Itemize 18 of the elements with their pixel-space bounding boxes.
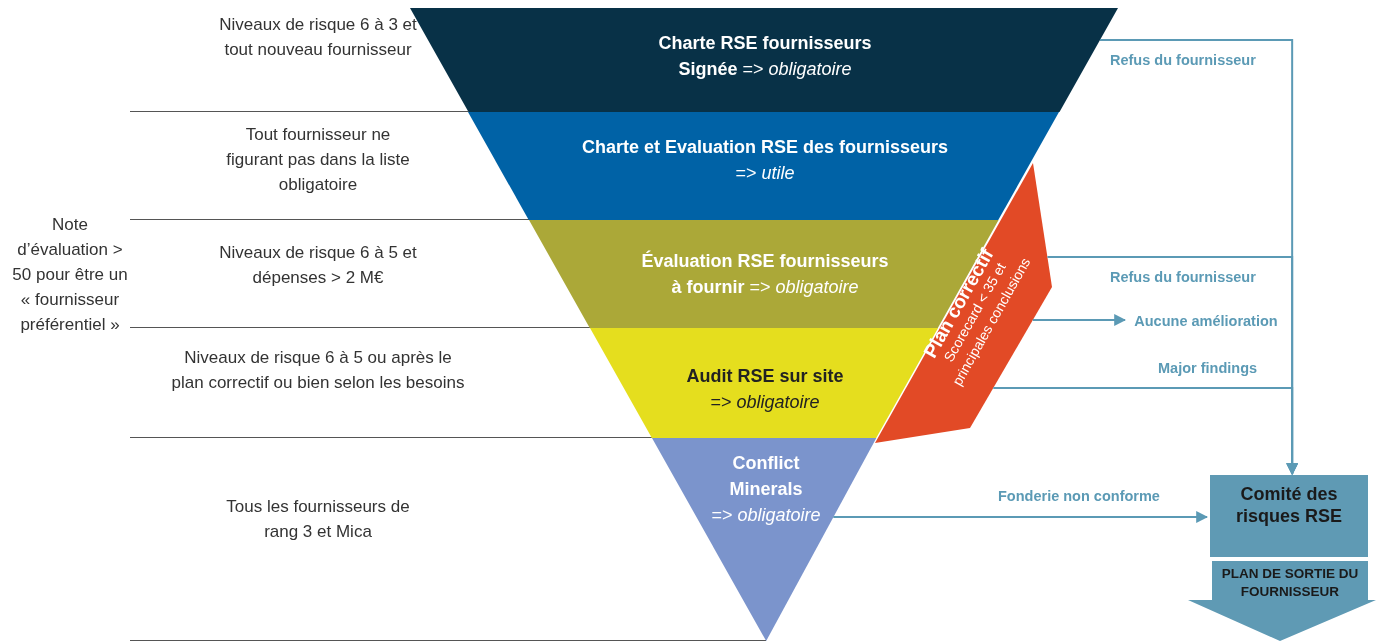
row-description: Note d’évaluation > 50 pour être un « fournisseur préférentiel » bbox=[11, 214, 129, 336]
outcome-text: Aucune amélioration bbox=[1128, 310, 1284, 332]
funnel-band: Conflict Minerals => obligatoire bbox=[651, 438, 877, 641]
exit-arrow-box: PLAN DE SORTIE DU FOURNISSEUR bbox=[1188, 561, 1376, 641]
funnel-band: Charte et Evaluation RSE des fournisseurs => utile bbox=[468, 112, 1060, 220]
row-description: Niveaux de risque 6 à 5 ou après le plan correctif ou bien selon les besoins bbox=[170, 347, 466, 394]
row-description: Tous les fournisseurs de rang 3 et Mica bbox=[225, 496, 411, 543]
connector-arrow bbox=[832, 511, 1209, 523]
edge-label: Fonderie non conforme bbox=[996, 488, 1162, 504]
row-description: Tout fournisseur ne figurant pas dans la liste obligatoire bbox=[225, 124, 411, 196]
edge-label: Refus du fournisseur bbox=[1108, 269, 1258, 285]
edge-label: Refus du fournisseur bbox=[1108, 52, 1258, 68]
row-description: Niveaux de risque 6 à 5 et dépenses > 2 M€ bbox=[218, 242, 418, 289]
edge-label: Major findings bbox=[1156, 360, 1260, 376]
committee-box: Comité des risques RSE bbox=[1210, 475, 1368, 557]
row-description: Niveaux de risque 6 à 3 et tout nouveau fournisseur bbox=[218, 14, 418, 61]
connector-arrow bbox=[992, 387, 1299, 476]
connector-arrow bbox=[1031, 314, 1127, 326]
